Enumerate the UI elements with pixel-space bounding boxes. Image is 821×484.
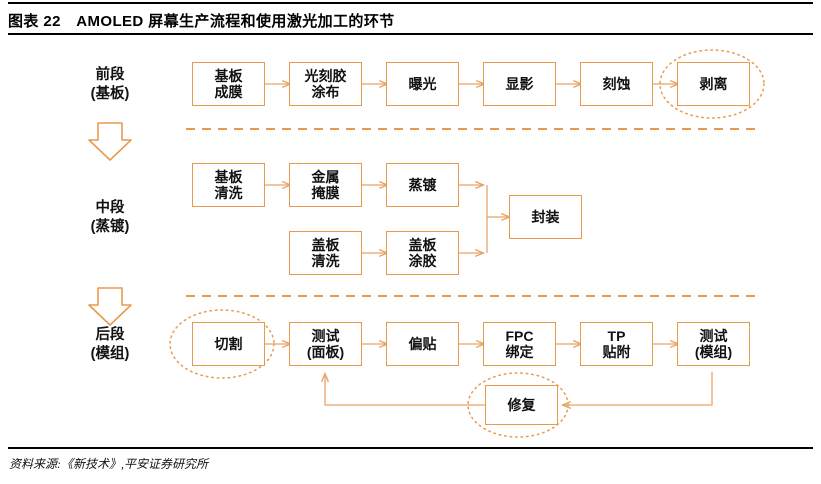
node-xiufu-line1: 修复 [507, 396, 536, 413]
node-zhengdu-line1: 蒸镀 [408, 176, 437, 193]
node-ceshi-mianban-line1: 测试 [311, 327, 340, 344]
stage-label-mid-line1: 中段 [95, 200, 125, 216]
stage-label-back-line2: (模组) [90, 345, 130, 362]
node-baoguang-line1: 曝光 [408, 75, 437, 92]
node-ceshi-mianban[interactable]: 测试 (面板) [289, 322, 362, 366]
node-jinshu-yanmo-line2: 掩膜 [311, 185, 340, 201]
node-fpc-bangding-line2: 绑定 [505, 344, 534, 360]
node-gaiban-tujiao-line1: 盖板 [408, 236, 437, 253]
node-gaiban-tujiao-line2: 涂胶 [408, 253, 437, 269]
node-xianying-line1: 显影 [505, 75, 534, 92]
header-rule-bottom [8, 33, 813, 35]
node-gaiban-qingxi-line1: 盖板 [311, 236, 340, 253]
node-jinshu-yanmo[interactable]: 金属 掩膜 [289, 163, 362, 207]
node-tp-tiefu-line2: 贴附 [602, 344, 631, 360]
node-qiege[interactable]: 切割 [192, 322, 265, 366]
node-fengzhuang-line1: 封装 [531, 208, 560, 225]
node-guangkejiao-tubu-line2: 涂布 [311, 84, 340, 100]
node-xiufu[interactable]: 修复 [485, 385, 558, 425]
node-tp-tiefu[interactable]: TP 贴附 [580, 322, 653, 366]
laser-highlight-ellipse-boli [659, 49, 765, 119]
node-fengzhuang[interactable]: 封装 [509, 195, 582, 239]
node-jiban-qingxi[interactable]: 基板 清洗 [192, 163, 265, 207]
stage-label-mid: 中段 (蒸镀) [55, 199, 165, 236]
stage-label-back: 后段 (模组) [55, 326, 165, 363]
feedback-path-xiufu-to-b2 [325, 374, 485, 406]
node-ceshi-mozu-line1: 测试 [699, 327, 728, 344]
node-ceshi-mozu[interactable]: 测试 (模组) [677, 322, 750, 366]
stage-label-back-line1: 后段 [95, 327, 125, 343]
node-gaiban-qingxi[interactable]: 盖板 清洗 [289, 231, 362, 275]
header-rule-top [8, 2, 813, 4]
stage-arrow-mid-to-back [88, 287, 132, 326]
laser-highlight-ellipse-qiege [169, 309, 275, 379]
node-piantie[interactable]: 偏贴 [386, 322, 459, 366]
page-title: 图表 22 AMOLED 屏幕生产流程和使用激光加工的环节 [8, 12, 395, 30]
node-piantie-line1: 偏贴 [408, 335, 437, 352]
node-guangkejiao-tubu-line1: 光刻胶 [304, 67, 347, 84]
node-fpc-bangding-line1: FPC [505, 327, 534, 344]
node-qiege-line1: 切割 [214, 335, 243, 352]
node-jiban-chengmo-line1: 基板 [214, 67, 243, 84]
footer-rule [8, 447, 813, 449]
node-jiban-qingxi-line1: 基板 [214, 168, 243, 185]
node-jiban-qingxi-line2: 清洗 [214, 185, 243, 201]
node-xianying[interactable]: 显影 [483, 62, 556, 106]
node-baoguang[interactable]: 曝光 [386, 62, 459, 106]
stage-label-front: 前段 (基板) [55, 66, 165, 103]
feedback-path-b6-to-xiufu [563, 372, 713, 405]
node-boli-line1: 剥离 [699, 75, 728, 92]
source-note: 资料来源:《新技术》,平安证券研究所 [9, 457, 208, 471]
stage-label-front-line2: (基板) [90, 85, 130, 102]
node-fpc-bangding[interactable]: FPC 绑定 [483, 322, 556, 366]
node-guangkejiao-tubu[interactable]: 光刻胶 涂布 [289, 62, 362, 106]
node-ceshi-mozu-line2: (模组) [694, 344, 733, 360]
node-jiban-chengmo[interactable]: 基板 成膜 [192, 62, 265, 106]
stage-label-front-line1: 前段 [95, 67, 125, 83]
node-boli[interactable]: 剥离 [677, 62, 750, 106]
stage-arrow-front-to-mid [88, 122, 132, 161]
node-jiban-chengmo-line2: 成膜 [214, 84, 243, 100]
chart-header: 图表 22 AMOLED 屏幕生产流程和使用激光加工的环节 [8, 6, 813, 34]
node-gaiban-tujiao[interactable]: 盖板 涂胶 [386, 231, 459, 275]
node-keshi[interactable]: 刻蚀 [580, 62, 653, 106]
node-keshi-line1: 刻蚀 [602, 75, 631, 92]
node-gaiban-qingxi-line2: 清洗 [311, 253, 340, 269]
node-ceshi-mianban-line2: (面板) [306, 344, 345, 360]
node-zhengdu[interactable]: 蒸镀 [386, 163, 459, 207]
node-jinshu-yanmo-line1: 金属 [311, 168, 340, 185]
stage-label-mid-line2: (蒸镀) [90, 218, 130, 235]
node-tp-tiefu-line1: TP [607, 327, 626, 344]
